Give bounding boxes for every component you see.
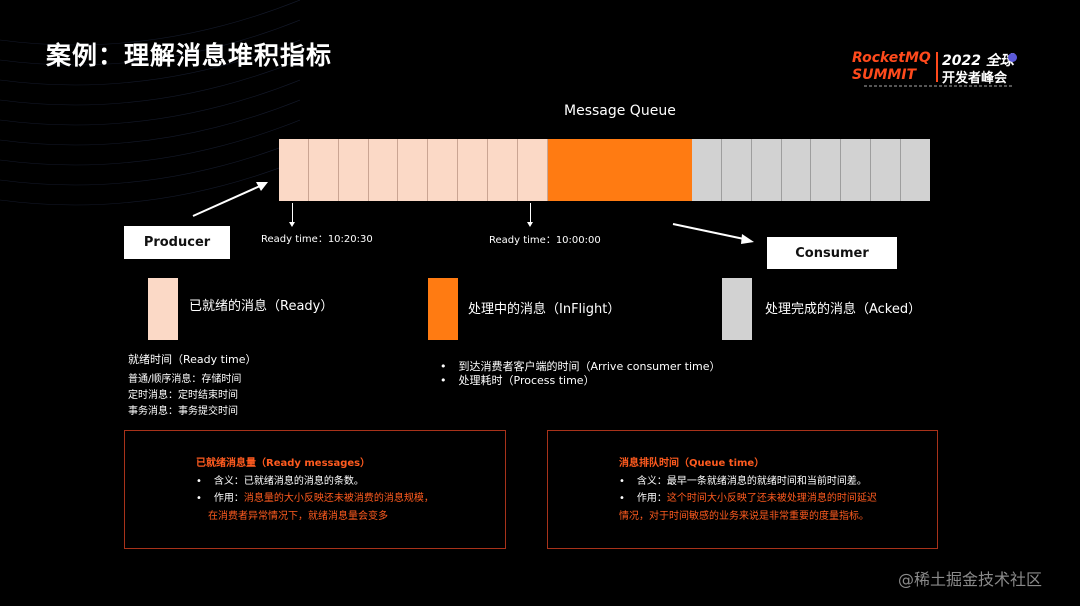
consumer-box: Consumer xyxy=(767,237,897,269)
logo-planet-icon xyxy=(1008,53,1017,62)
legend-inflight-label: 处理中的消息（InFlight） xyxy=(468,302,621,317)
legend-inflight-swatch xyxy=(428,278,458,340)
producer-arrow xyxy=(192,182,268,217)
queue-time-effect: 作用：这个时间大小反映了还未被处理消息的时间延迟 xyxy=(619,489,877,504)
ready-time-scheduled: 定时消息：定时结束时间 xyxy=(128,390,238,401)
queue-cell-acked xyxy=(692,139,722,201)
queue-cell-ready xyxy=(308,139,339,201)
queue-cell-ready xyxy=(398,139,429,201)
page-title: 案例：理解消息堆积指标 xyxy=(46,41,333,70)
ready-time-transaction: 事务消息：事务提交时间 xyxy=(128,406,238,417)
logo-brand-line2: SUMMIT xyxy=(852,67,917,83)
producer-box: Producer xyxy=(124,226,230,259)
queue-cell-ready xyxy=(488,139,518,201)
inflight-arrive-time: 到达消费者客户端的时间（Arrive consumer time） xyxy=(440,358,721,374)
ready-messages-title: 已就绪消息量（Ready messages） xyxy=(196,458,371,469)
message-queue xyxy=(279,139,930,201)
logo-subline xyxy=(864,85,1014,87)
queue-cell-ready xyxy=(428,139,459,201)
queue-time-effect-cont: 情况，对于时间敏感的业务来说是非常重要的度量指标。 xyxy=(619,511,869,522)
ready-time-label-1: Ready time：10:20:30 xyxy=(261,234,373,245)
queue-cell-acked xyxy=(721,139,752,201)
ready-messages-meaning: 含义：已就绪消息的消息的条数。 xyxy=(196,472,364,487)
ready-messages-panel xyxy=(124,430,506,549)
legend-ready-label: 已就绪的消息（Ready） xyxy=(189,299,334,314)
queue-time-title: 消息排队时间（Queue time） xyxy=(619,458,765,469)
ready-messages-effect: 作用：消息量的大小反映还未被消费的消息规模， xyxy=(196,489,434,504)
inflight-process-time: 处理耗时（Process time） xyxy=(440,372,595,388)
queue-cell-ready xyxy=(517,139,548,201)
legend-acked-label: 处理完成的消息（Acked） xyxy=(765,302,922,317)
logo-divider xyxy=(936,52,938,82)
queue-cell-acked xyxy=(901,139,930,201)
ready-time-marker-2 xyxy=(527,203,533,227)
logo-year-line: 2022 全球 xyxy=(942,53,1014,69)
queue-cell-acked xyxy=(751,139,782,201)
queue-cell-ready xyxy=(338,139,369,201)
event-logo: RocketMQ SUMMIT 2022 全球 开发者峰会 xyxy=(852,50,1022,94)
queue-cell-ready xyxy=(279,139,309,201)
legend-ready-swatch xyxy=(148,278,178,340)
logo-name-line: 开发者峰会 xyxy=(942,71,1008,86)
queue-segment-inflight xyxy=(547,139,693,201)
consumer-arrow xyxy=(672,223,754,244)
queue-cell-ready xyxy=(368,139,399,201)
ready-time-normal: 普通/顺序消息：存储时间 xyxy=(128,374,242,385)
ready-time-label-2: Ready time：10:00:00 xyxy=(489,235,601,246)
queue-time-panel xyxy=(547,430,938,549)
watermark: @稀土掘金技术社区 xyxy=(898,570,1043,589)
ready-messages-effect-cont: 在消费者异常情况下，就绪消息量会变多 xyxy=(208,511,388,522)
background-arcs xyxy=(0,0,300,206)
logo-brand-line1: RocketMQ xyxy=(852,50,931,66)
message-queue-label: Message Queue xyxy=(564,103,676,119)
queue-cell-acked xyxy=(781,139,812,201)
queue-cell-acked xyxy=(841,139,872,201)
queue-cell-acked xyxy=(811,139,842,201)
queue-time-meaning: 含义：最早一条就绪消息的就绪时间和当前时间差。 xyxy=(619,472,867,487)
queue-cell-acked xyxy=(871,139,902,201)
ready-time-title: 就绪时间（Ready time） xyxy=(128,353,257,366)
queue-cell-ready xyxy=(458,139,489,201)
ready-time-marker-1 xyxy=(289,203,295,227)
legend-acked-swatch xyxy=(722,278,752,340)
